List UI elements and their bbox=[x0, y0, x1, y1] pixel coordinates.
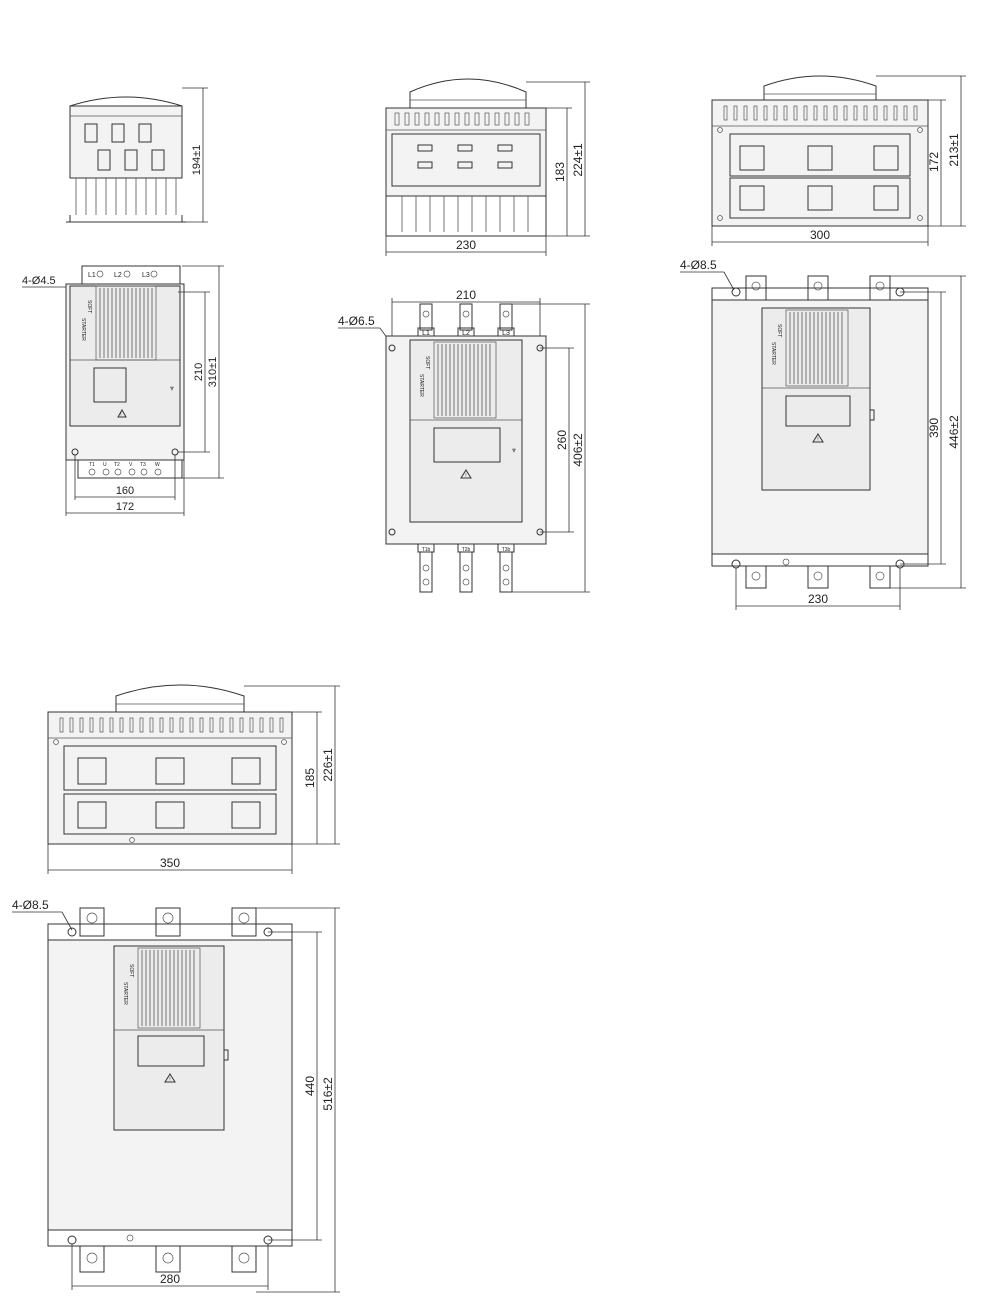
terminal-T3: T3 bbox=[140, 462, 146, 468]
unit3-logo-soft: SOFT bbox=[776, 324, 782, 337]
unit3-logo-starter: STARTER bbox=[770, 342, 776, 365]
dim-300: 300 bbox=[810, 228, 830, 242]
unit4-logo-starter: STARTER bbox=[122, 982, 128, 1005]
dim-280: 280 bbox=[160, 1272, 180, 1286]
unit4-logo-soft: SOFT bbox=[128, 964, 134, 977]
unit2-logo-soft: SOFT bbox=[424, 356, 430, 369]
unit1-side-view: 194±1 bbox=[66, 87, 208, 223]
dim-310: 310±1 bbox=[207, 357, 219, 388]
terminal2-L1: L1 bbox=[422, 330, 430, 337]
dim-516: 516±2 bbox=[321, 1077, 335, 1111]
terminal-T1: T1 bbox=[89, 462, 95, 468]
svg-text:!: ! bbox=[169, 1077, 170, 1083]
unit3-heatsink-slats bbox=[789, 312, 843, 384]
dim-350: 350 bbox=[160, 856, 180, 870]
dim-230-top: 230 bbox=[456, 238, 476, 252]
dim-194: 194±1 bbox=[191, 145, 203, 176]
terminal-T2: T2 bbox=[114, 462, 120, 468]
svg-text:⩔: ⩔ bbox=[512, 447, 516, 454]
dim-210-v: 210 bbox=[193, 363, 205, 381]
unit1-front-view: 4-Ø4.5 L1 L2 L3 bbox=[22, 265, 224, 516]
dim-446: 446±2 bbox=[947, 415, 961, 449]
dim-hole-4-4.5: 4-Ø4.5 bbox=[22, 275, 56, 287]
dim-172: 172 bbox=[116, 501, 134, 513]
unit4-front-view: 4-Ø8.5 S bbox=[12, 898, 340, 1293]
unit2-heatsink-slats bbox=[437, 344, 491, 416]
svg-text:!: ! bbox=[465, 473, 466, 479]
dim-230-bottom: 230 bbox=[808, 592, 828, 606]
svg-text:⩔: ⩔ bbox=[170, 385, 174, 392]
terminal-L3: L3 bbox=[142, 272, 150, 279]
dim-hole-4-8.5-a: 4-Ø8.5 bbox=[680, 258, 717, 272]
unit1-logo-soft: SOFT bbox=[86, 300, 92, 313]
unit3-side-view: 172 213±1 300 bbox=[711, 75, 966, 246]
dim-406: 406±2 bbox=[571, 433, 585, 467]
terminal-V: V bbox=[129, 462, 133, 468]
terminal2-T2b: T2b bbox=[462, 547, 471, 553]
terminal2-L2: L2 bbox=[462, 330, 470, 337]
dim-185: 185 bbox=[303, 768, 317, 788]
dim-hole-4-6.5: 4-Ø6.5 bbox=[338, 314, 375, 328]
unit2-fins bbox=[401, 196, 529, 232]
svg-text:!: ! bbox=[817, 437, 818, 443]
terminal2-L3: L3 bbox=[502, 330, 510, 337]
terminal-U: U bbox=[103, 462, 107, 468]
dim-213: 213±1 bbox=[947, 133, 961, 167]
terminal-W: W bbox=[155, 462, 160, 468]
dim-160: 160 bbox=[116, 485, 134, 497]
terminal2-T1b: T1b bbox=[422, 547, 431, 553]
terminal-L1: L1 bbox=[88, 272, 96, 279]
unit1-logo-starter: STARTER bbox=[80, 318, 86, 341]
dim-hole-4-8.5-b: 4-Ø8.5 bbox=[12, 898, 49, 912]
unit2-logo-starter: STARTER bbox=[418, 374, 424, 397]
unit1-fins bbox=[75, 178, 177, 215]
terminal-L2: L2 bbox=[114, 272, 122, 279]
unit4-vent-slots bbox=[59, 717, 284, 733]
dim-440: 440 bbox=[303, 1076, 317, 1096]
unit1-heatsink-slats bbox=[99, 288, 153, 358]
terminal2-T3b: T3b bbox=[502, 547, 511, 553]
dim-183: 183 bbox=[553, 162, 567, 182]
dim-172-v: 172 bbox=[927, 152, 941, 172]
unit4-heatsink-slats bbox=[141, 950, 195, 1026]
unit4-side-view: 185 226±1 350 bbox=[47, 684, 340, 874]
dim-210-h: 210 bbox=[456, 288, 476, 302]
dim-390: 390 bbox=[927, 418, 941, 438]
svg-text:!: ! bbox=[120, 412, 121, 418]
unit2-side-view: 183 224±1 230 bbox=[385, 78, 590, 256]
dim-226: 226±1 bbox=[321, 748, 335, 782]
unit3-front-view: 4-Ø8.5 S bbox=[680, 258, 966, 610]
unit2-front-view: 210 4-Ø6.5 L1 L2 L3 bbox=[338, 288, 590, 593]
unit3-vent-slots bbox=[723, 105, 918, 121]
dim-260: 260 bbox=[555, 430, 569, 450]
unit2-vent-slots bbox=[394, 112, 530, 126]
dim-224: 224±1 bbox=[571, 143, 585, 177]
